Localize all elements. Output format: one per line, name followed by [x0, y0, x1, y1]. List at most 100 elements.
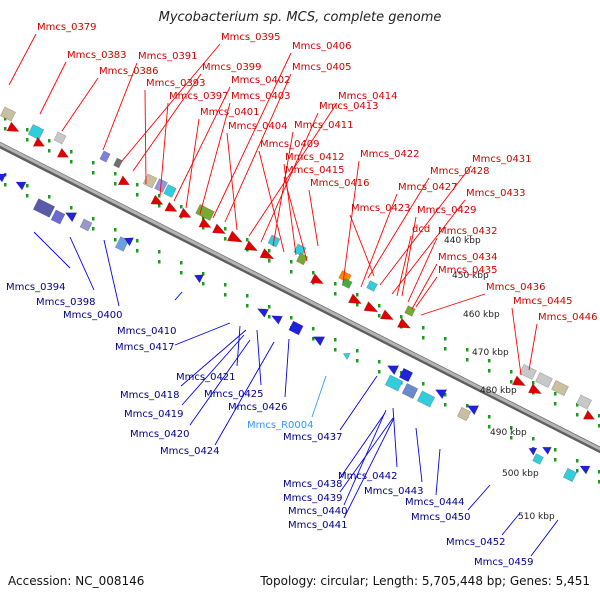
kbp-tick-label: 510 kbp [518, 512, 555, 522]
reverse-feature-2 [32, 198, 56, 218]
forward-gene-label: Mmcs_0414 [338, 91, 398, 102]
reverse-leader-line [214, 341, 275, 446]
forward-leader-line [159, 102, 169, 197]
forward-leader-line [283, 176, 308, 262]
reverse-gene-label: Mmcs_0437 [283, 432, 343, 443]
forward-feature-9 [142, 173, 158, 189]
forward-feature-37 [527, 383, 543, 395]
tick-dot-row0 [488, 359, 491, 363]
forward-feature-2-shape [27, 123, 45, 141]
reverse-leader-line [69, 236, 95, 291]
tick-dot-row1 [510, 380, 513, 384]
forward-feature-4 [53, 131, 67, 145]
forward-feature-17-shape [211, 223, 227, 235]
reverse-feature-10-shape [270, 315, 283, 325]
reverse-leader-line [33, 231, 71, 269]
forward-gene-label: Mmcs_0386 [99, 66, 159, 77]
reverse-feature-17 [386, 365, 400, 376]
tick-dot-row2 [268, 305, 271, 309]
forward-leader-line [8, 33, 37, 86]
tick-dot-row1 [92, 171, 95, 175]
tick-dot-row1 [158, 204, 161, 208]
reverse-leader-line [415, 427, 423, 483]
forward-feature-16 [198, 217, 212, 228]
reverse-gene-label: Mmcs_0443 [364, 486, 424, 497]
tick-dot-row2 [246, 294, 249, 298]
reverse-feature-22 [528, 447, 538, 456]
forward-gene-label: Mmcs_0429 [417, 205, 477, 216]
forward-feature-28-shape [347, 293, 363, 305]
reverse-leader-line [435, 448, 441, 496]
forward-feature-29-shape [363, 301, 379, 313]
tick-dot-row1 [70, 160, 73, 164]
tick-dot-row2 [334, 338, 337, 342]
reverse-leader-line [236, 325, 241, 367]
forward-gene-label: Mmcs_0436 [486, 282, 546, 293]
reverse-feature-4-shape [64, 212, 78, 223]
forward-feature-8 [117, 175, 131, 186]
forward-feature-13 [164, 201, 178, 212]
tick-dot-row2 [510, 426, 513, 430]
forward-leader-line [396, 235, 412, 297]
reverse-gene-label: Mmcs_0418 [120, 390, 180, 401]
forward-gene-label: Mmcs_0411 [294, 120, 354, 131]
tick-dot-row0 [48, 139, 51, 143]
forward-leader-line [411, 263, 438, 310]
reverse-feature-13-shape [342, 352, 351, 361]
forward-feature-3 [32, 136, 46, 147]
forward-leader-line [173, 86, 231, 202]
reverse-gene-label: Mmcs_0400 [63, 310, 123, 321]
tick-dot-row2 [532, 437, 535, 441]
tick-dot-row0 [114, 172, 117, 176]
reverse-leader-line [103, 239, 120, 307]
tick-dot-row1 [4, 127, 7, 131]
forward-leader-line [260, 112, 319, 243]
forward-feature-15-shape [195, 204, 215, 221]
forward-feature-39-shape [582, 409, 596, 420]
tick-dot-row2 [576, 459, 579, 463]
reverse-feature-12-shape [312, 336, 326, 347]
forward-feature-16-shape [198, 217, 212, 228]
reverse-gene-label: Mmcs_0420 [130, 429, 190, 440]
forward-leader-line [401, 216, 417, 297]
reverse-feature-11-shape [288, 320, 304, 336]
tick-dot-row3 [510, 436, 513, 440]
tick-dot-row3 [158, 260, 161, 264]
forward-feature-8-shape [117, 175, 131, 186]
forward-feature-2 [27, 123, 45, 141]
reverse-feature-8 [193, 274, 205, 284]
tick-dot-row1 [136, 193, 139, 197]
kbp-tick-label: 460 kbp [463, 310, 500, 320]
tick-dot-row2 [136, 239, 139, 243]
tick-dot-row1 [202, 226, 205, 230]
reverse-gene-label: Mmcs_0394 [6, 282, 66, 293]
tick-dot-row3 [334, 348, 337, 352]
forward-leader-line [185, 118, 200, 209]
reverse-feature-1-shape [15, 181, 27, 191]
tick-dot-row0 [92, 161, 95, 165]
forward-feature-23 [296, 252, 308, 266]
reverse-feature-3 [50, 209, 66, 225]
forward-gene-label: Mmcs_0423 [351, 203, 411, 214]
reverse-gene-label: Mmcs_0425 [204, 389, 264, 400]
reverse-gene-label: Mmcs_0410 [117, 326, 177, 337]
forward-gene-label: Mmcs_0395 [221, 32, 281, 43]
forward-feature-7-shape [113, 157, 123, 169]
forward-feature-38-shape [575, 394, 593, 410]
forward-feature-17 [211, 223, 227, 235]
tick-dot-row1 [444, 347, 447, 351]
forward-leader-line [528, 323, 538, 371]
tick-dot-row2 [290, 316, 293, 320]
forward-feature-33 [511, 375, 527, 387]
tick-dot-row1 [114, 182, 117, 186]
forward-feature-12 [150, 194, 164, 205]
forward-gene-label: Mmcs_0434 [438, 252, 498, 263]
tick-dot-row2 [92, 217, 95, 221]
tick-dot-row3 [180, 271, 183, 275]
tick-dot-row0 [158, 194, 161, 198]
forward-feature-3-shape [32, 136, 46, 147]
forward-gene-label: Mmcs_0406 [292, 41, 352, 52]
tick-dot-row0 [246, 238, 249, 242]
forward-feature-7 [113, 157, 123, 169]
